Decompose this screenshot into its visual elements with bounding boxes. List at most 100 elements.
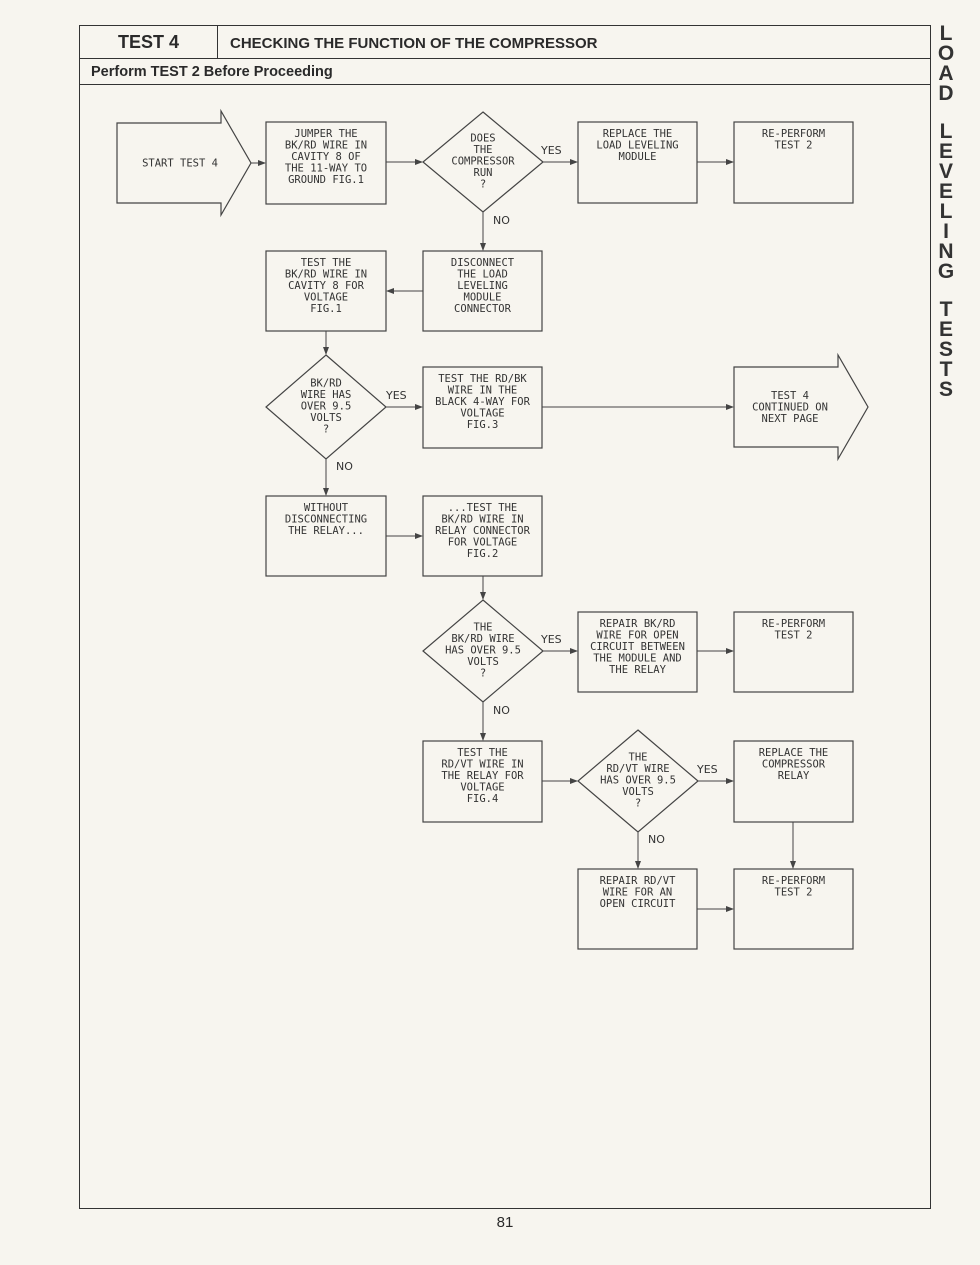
- node-text-line: WIRE FOR OPEN: [596, 630, 678, 642]
- process-box: [422, 366, 543, 449]
- node-text-line: VOLTAGE: [304, 292, 348, 304]
- node-text-line: NEXT PAGE: [762, 413, 819, 425]
- process-box: [733, 868, 854, 950]
- node-text-line: REPLACE THE: [759, 747, 829, 759]
- node-text-line: DISCONNECT: [451, 257, 515, 269]
- node-text-line: FIG.4: [467, 793, 499, 805]
- node-text-line: BK/RD WIRE IN: [285, 269, 367, 281]
- node-text-line: VOLTAGE: [460, 782, 504, 794]
- node-text-line: REPAIR BK/RD: [600, 618, 676, 630]
- node-text-line: TEST THE RD/BK: [438, 373, 527, 385]
- node-text-line: BK/RD: [310, 377, 342, 389]
- node-text-line: VOLTS: [467, 656, 499, 668]
- process-box: [422, 495, 543, 577]
- process-box: [577, 611, 698, 693]
- node-text-line: RE-PERFORM: [762, 128, 825, 140]
- node-text-line: RE-PERFORM: [762, 875, 825, 887]
- node-text-line: CONNECTOR: [454, 303, 512, 315]
- node-text-line: FIG.3: [467, 419, 499, 431]
- node-text-line: HAS OVER 9.5: [600, 774, 676, 786]
- label-yes-qrdvt: YES: [696, 763, 718, 776]
- node-text-line: ...TEST THE: [448, 502, 518, 514]
- process-box: [577, 868, 698, 950]
- label-yes-qrun: YES: [540, 144, 562, 157]
- process-box: [265, 121, 387, 205]
- node-text-line: OVER 9.5: [301, 400, 352, 412]
- connector-arrow-shape: [733, 352, 869, 462]
- node-text-line: ?: [480, 178, 486, 190]
- node-text-line: TEST THE: [457, 747, 508, 759]
- node-text-line: WIRE IN THE: [448, 385, 518, 397]
- node-text-line: BK/RD WIRE IN: [441, 514, 523, 526]
- node-text-line: THE RELAY: [609, 664, 667, 676]
- node-text-line: THE: [474, 621, 493, 633]
- page-title: CHECKING THE FUNCTION OF THE COMPRESSOR: [230, 35, 598, 52]
- node-text-line: ?: [480, 667, 486, 679]
- node-text-line: JUMPER THE: [294, 128, 357, 140]
- label-no-qrun: NO: [493, 214, 510, 227]
- page-subtitle: Perform TEST 2 Before Proceeding: [91, 64, 333, 80]
- node-text-line: DOES: [470, 132, 495, 144]
- page-number: 81: [496, 1214, 514, 1231]
- node-text-line: HAS OVER 9.5: [445, 644, 521, 656]
- label-yes-qbkrdrelay: YES: [540, 633, 562, 646]
- node-text-line: THE MODULE AND: [593, 653, 682, 665]
- page-frame: TEST 4 CHECKING THE FUNCTION OF THE COMP…: [79, 25, 931, 1209]
- node-start: START TEST 4: [116, 108, 252, 218]
- node-text-line: BK/RD WIRE: [451, 633, 514, 645]
- connector-arrow-shape: [116, 108, 252, 218]
- node-text-line: RELAY CONNECTOR: [435, 525, 531, 537]
- decision-diamond: [422, 599, 544, 703]
- decision-diamond: [422, 111, 544, 213]
- node-text-line: OPEN CIRCUIT: [600, 898, 677, 910]
- node-text-line: REPAIR RD/VT: [600, 875, 677, 887]
- node-text-line: VOLTS: [622, 786, 654, 798]
- test-number: TEST 4: [80, 26, 218, 59]
- node-text-line: BK/RD WIRE IN: [285, 140, 367, 152]
- node-text-line: REPLACE THE: [603, 128, 673, 140]
- node-text-line: CAVITY 8 FOR: [288, 280, 365, 292]
- node-text-line: THE RELAY FOR: [441, 770, 524, 782]
- node-text-line: ?: [323, 423, 329, 435]
- node-text-line: CAVITY 8 OF: [291, 151, 361, 163]
- process-box: [733, 740, 854, 823]
- decision-diamond: [577, 729, 699, 833]
- process-box: [265, 250, 387, 332]
- node-text-line: THE: [629, 751, 648, 763]
- subtitle-divider: [80, 84, 930, 85]
- node-text-line: ?: [635, 797, 641, 809]
- node-text-line: LOAD LEVELING: [596, 140, 678, 152]
- decision-diamond: [265, 354, 387, 460]
- node-text-line: TEST THE: [301, 257, 352, 269]
- node-text-line: CIRCUIT BETWEEN: [590, 641, 685, 653]
- node-text-line: DISCONNECTING: [285, 514, 367, 526]
- node-text-line: THE LOAD: [457, 269, 508, 281]
- node-text-line: FOR VOLTAGE: [448, 537, 518, 549]
- label-no-qrdvt: NO: [648, 833, 665, 846]
- node-text-line: COMPRESSOR: [451, 155, 515, 167]
- title-divider: [218, 58, 930, 59]
- process-box: [733, 121, 854, 204]
- node-text-line: LEVELING: [457, 280, 508, 292]
- node-text-line: MODULE: [464, 292, 502, 304]
